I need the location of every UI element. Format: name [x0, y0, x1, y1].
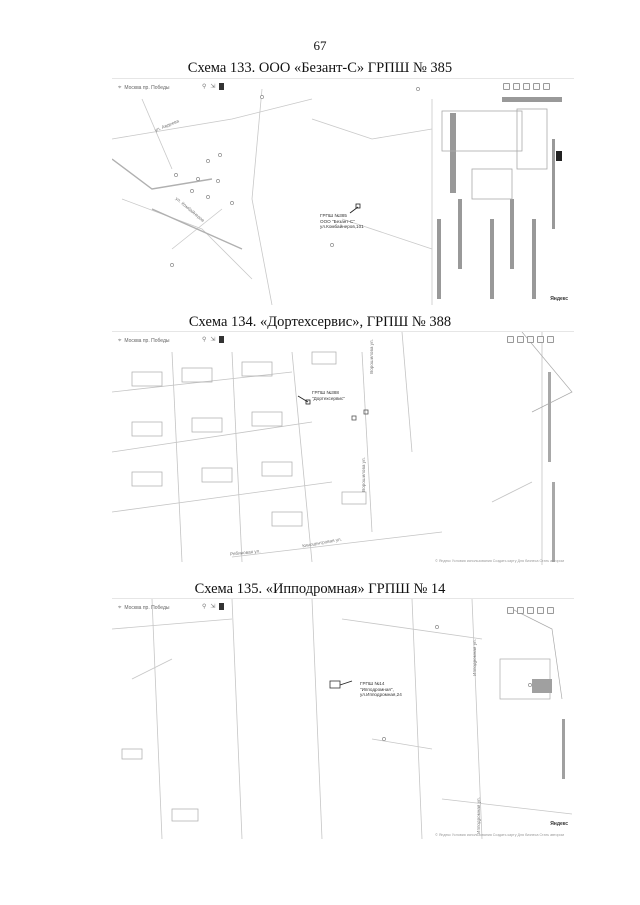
map-controls: [503, 83, 550, 90]
zoom-control[interactable]: [556, 151, 562, 161]
panorama-icon[interactable]: [527, 607, 534, 614]
map-search-text: Москва пр. Победы: [124, 85, 170, 91]
scheme-135-label: ГРПШ №14 "Ипподромная", ул.Ипподромная,2…: [360, 681, 402, 698]
map-search-text: Москва пр. Победы: [124, 605, 170, 611]
map-controls: [507, 607, 554, 614]
route-icon[interactable]: ⇲: [210, 337, 216, 343]
layers-icon[interactable]: [507, 607, 514, 614]
ruler-icon[interactable]: [533, 83, 540, 90]
menu-icon[interactable]: [219, 603, 225, 610]
map-footer: © Яндекс Условия использования Создать к…: [435, 833, 564, 837]
map-search-bar[interactable]: ⌖ Москва пр. Победы: [118, 83, 202, 93]
street-label: Ипподромная ул.: [475, 797, 481, 834]
scheme-134-caption: Схема 134. «Дортехсервис», ГРПШ № 388: [188, 314, 452, 330]
scheme-135-caption: Схема 135. «Ипподромная» ГРПШ № 14: [194, 581, 446, 597]
panorama-icon[interactable]: [527, 336, 534, 343]
map-brand: Яндекс: [550, 821, 568, 827]
scheme-133-caption: Схема 133. ООО «Безант-С» ГРПШ № 385: [187, 60, 453, 76]
layers-icon[interactable]: [503, 83, 510, 90]
search-icon[interactable]: ⚲: [202, 84, 207, 90]
street-label: Ипподромная ул.: [471, 639, 477, 676]
traffic-icon[interactable]: [513, 83, 520, 90]
panorama-icon[interactable]: [523, 83, 530, 90]
map-brand: Яндекс: [550, 296, 568, 302]
street-label: Ворошилова ул.: [368, 339, 374, 374]
page-number: 67: [313, 38, 327, 53]
scheme-133-map[interactable]: ⌖ Москва пр. Победы ⚲ ⇲ ГРПШ №385 ООО "Б…: [112, 78, 574, 305]
map-search-text: Москва пр. Победы: [124, 338, 170, 344]
scheme-134-label: ГРПШ №388 "Дортехсервис": [312, 390, 345, 401]
print-icon[interactable]: [543, 83, 550, 90]
street-label: Ворошилова ул.: [360, 457, 366, 492]
location-pin-icon: ⌖: [118, 337, 122, 344]
map-search-bar[interactable]: ⌖ Москва пр. Победы: [118, 336, 202, 346]
search-icon[interactable]: ⚲: [202, 337, 207, 343]
map-toolbar: ⚲ ⇲: [202, 603, 225, 610]
menu-icon[interactable]: [219, 336, 225, 343]
map-toolbar: ⚲ ⇲: [202, 336, 225, 343]
route-icon[interactable]: ⇲: [210, 604, 216, 610]
scheme-135-map[interactable]: ⌖ Москва пр. Победы ⚲ ⇲ ГРПШ №14 "Ипподр…: [112, 598, 574, 839]
map-search-bar[interactable]: ⌖ Москва пр. Победы: [118, 603, 202, 613]
map-134-drawing: [112, 332, 573, 565]
map-controls: [507, 336, 554, 343]
traffic-icon[interactable]: [517, 336, 524, 343]
ruler-icon[interactable]: [537, 607, 544, 614]
map-133-drawing: [112, 87, 562, 305]
map-toolbar: ⚲ ⇲: [202, 83, 225, 90]
menu-icon[interactable]: [219, 83, 225, 90]
search-icon[interactable]: ⚲: [202, 604, 207, 610]
scheme-134-map[interactable]: ⌖ Москва пр. Победы ⚲ ⇲ ГРПШ №388 "Дорте…: [112, 331, 574, 565]
map-135-drawing: [112, 599, 573, 839]
traffic-icon[interactable]: [517, 607, 524, 614]
print-icon[interactable]: [547, 336, 554, 343]
map-footer: © Яндекс Условия использования Создать к…: [435, 559, 564, 563]
print-icon[interactable]: [547, 607, 554, 614]
ruler-icon[interactable]: [537, 336, 544, 343]
location-pin-icon: ⌖: [118, 604, 122, 611]
location-pin-icon: ⌖: [118, 84, 122, 91]
route-icon[interactable]: ⇲: [210, 84, 216, 90]
scheme-133-label: ГРПШ №385 ООО "Безант-С" ул.Комбайнеров,…: [320, 213, 364, 230]
layers-icon[interactable]: [507, 336, 514, 343]
